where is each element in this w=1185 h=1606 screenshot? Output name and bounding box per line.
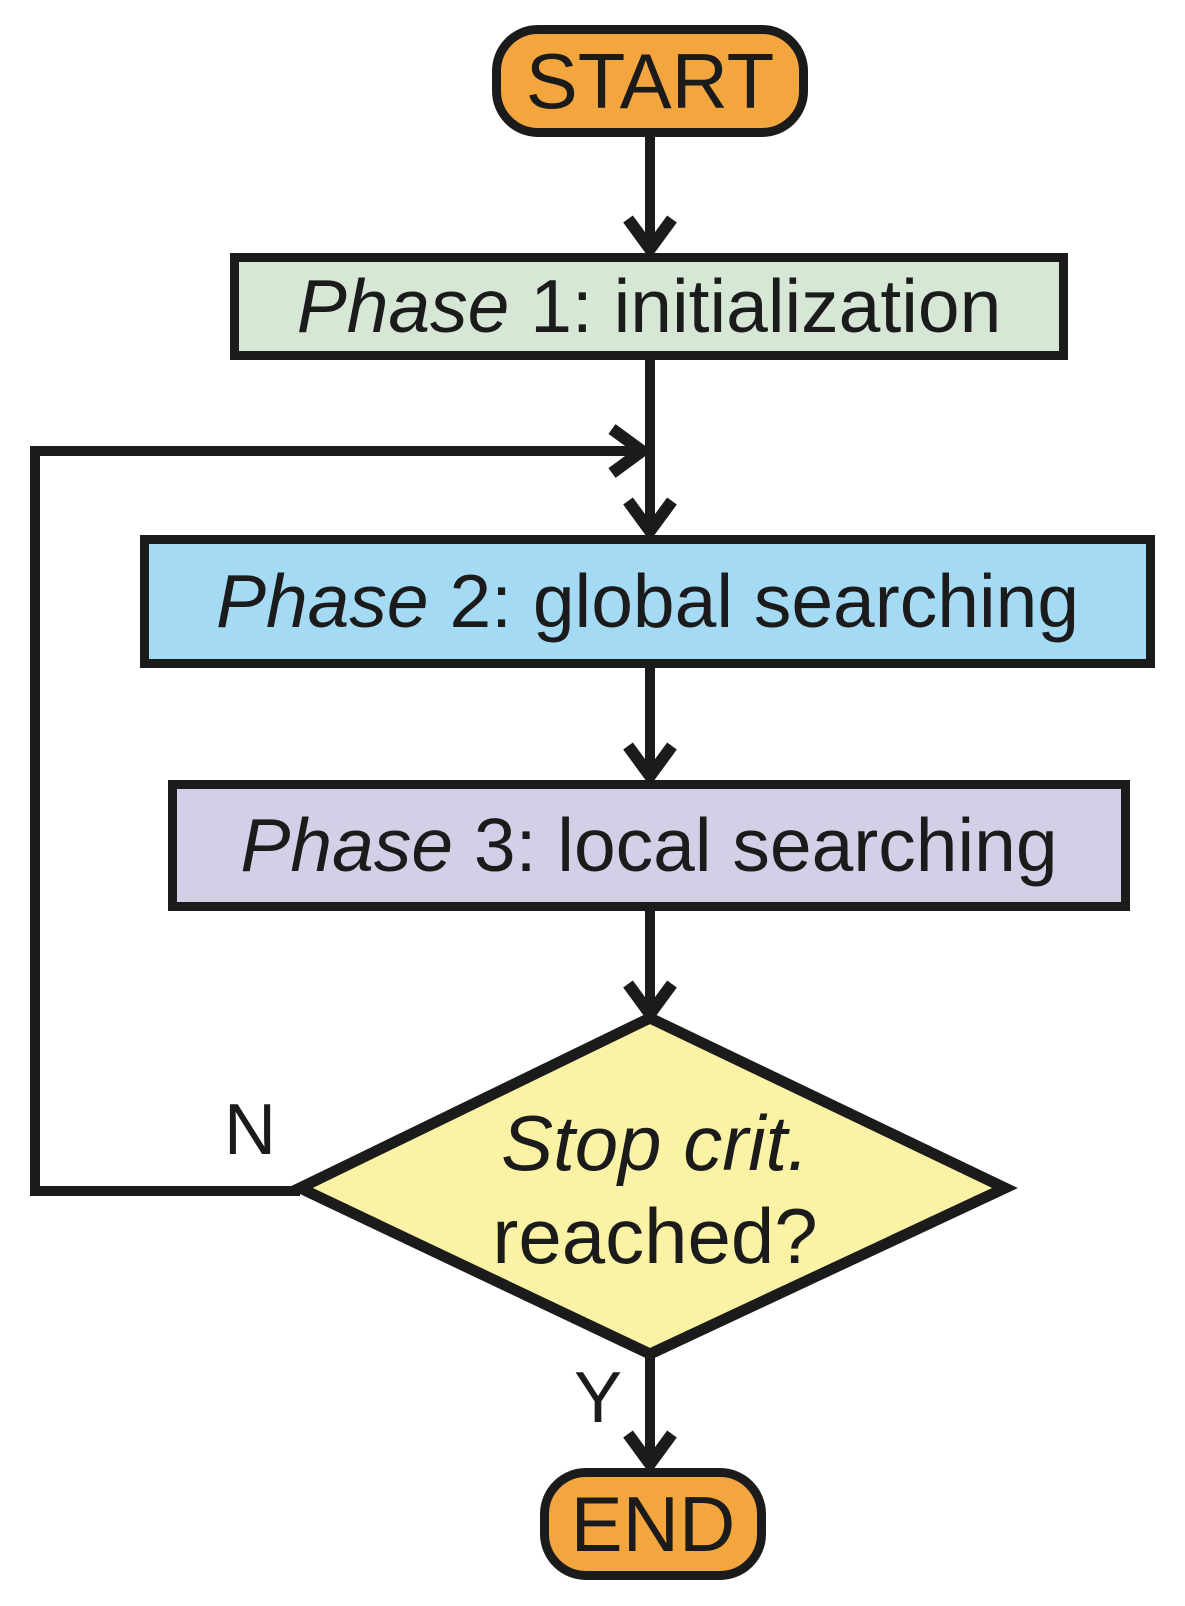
edge-loop-back	[30, 446, 634, 1196]
arrowhead-into-phase2	[623, 497, 677, 542]
edge-label-yes: Y	[573, 1358, 623, 1438]
arrowhead-into-end	[623, 1430, 677, 1475]
node-phase1: Phase 1: initialization	[230, 253, 1068, 360]
node-end: END	[540, 1468, 766, 1580]
decision-line2: reached?	[492, 1191, 818, 1280]
node-phase2: Phase 2: global searching	[140, 535, 1155, 668]
end-label: END	[570, 1480, 736, 1568]
phase1-label-prefix: Phase	[296, 264, 510, 348]
arrowhead-into-phase1	[623, 215, 677, 260]
start-label: START	[525, 37, 775, 125]
phase2-label-rest: 2: global searching	[428, 559, 1080, 643]
decision-line1: Stop crit.	[501, 1099, 809, 1188]
node-decision-text: Stop crit. reached?	[400, 1072, 910, 1307]
node-start: START	[492, 25, 808, 137]
phase1-label-rest: 1: initialization	[509, 264, 1002, 348]
arrowhead-into-phase3	[623, 742, 677, 787]
node-phase3: Phase 3: local searching	[168, 780, 1130, 911]
arrowhead-loop-merge	[608, 424, 653, 478]
phase3-label-prefix: Phase	[240, 803, 454, 887]
phase3-label-rest: 3: local searching	[453, 803, 1058, 887]
phase2-label-prefix: Phase	[215, 559, 429, 643]
edge-label-no: N	[224, 1090, 276, 1170]
